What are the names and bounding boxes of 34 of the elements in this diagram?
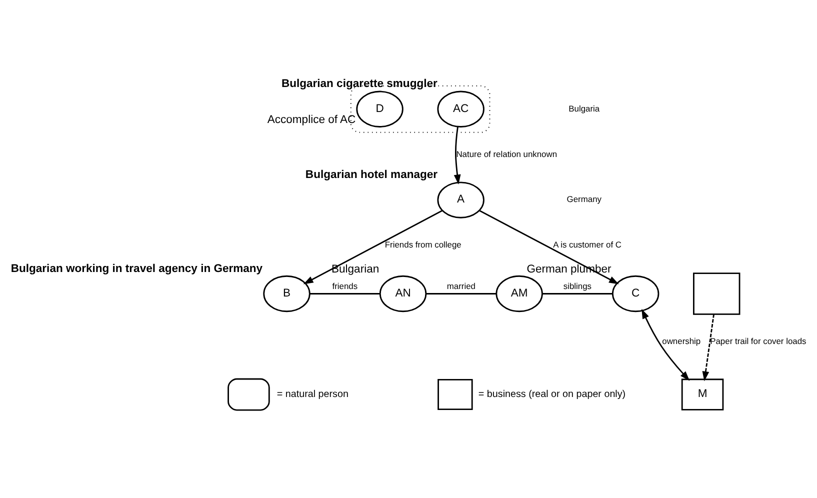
node-label: Accomplice of AC [267,114,356,126]
node-label: Bulgarian [332,263,380,276]
legend-label: = natural person [276,389,348,400]
edge-label: Paper trail for cover loads [710,336,806,346]
arrow [642,308,690,381]
edge-label: siblings [563,281,592,292]
edge-label: ownership [662,336,701,346]
node-box [693,272,740,315]
node-ellipse: D [356,90,404,128]
legend-label: = business (real or on paper only) [478,389,626,400]
edge-label: Friends from college [384,240,462,250]
label: Bulgaria [568,103,600,114]
arrow [303,210,443,284]
node-ellipse: AN [379,275,427,312]
node-box: M [681,378,724,410]
node-ellipse: A [437,182,484,218]
node-ellipse: B [263,275,310,312]
node-label: Bulgarian working in travel agency in Germany [10,262,263,275]
connector [542,293,613,294]
arrow [702,314,714,382]
label: Germany [566,194,602,204]
edge-label: friends [332,281,358,292]
edge-label: A is customer of C [553,240,622,250]
node-label: Bulgarian hotel manager [305,169,438,182]
edge-label: married [446,281,476,292]
edge-label: Nature of relation unknown [456,148,558,159]
node-ellipse: C [612,275,660,312]
arrow [454,126,461,184]
connector [426,293,496,294]
connector [310,293,380,294]
node-ellipse: AC [437,90,484,128]
arrow [479,210,619,284]
node-label: Bulgarian cigarette smuggler [281,78,438,90]
node-ellipse: AM [496,275,543,312]
